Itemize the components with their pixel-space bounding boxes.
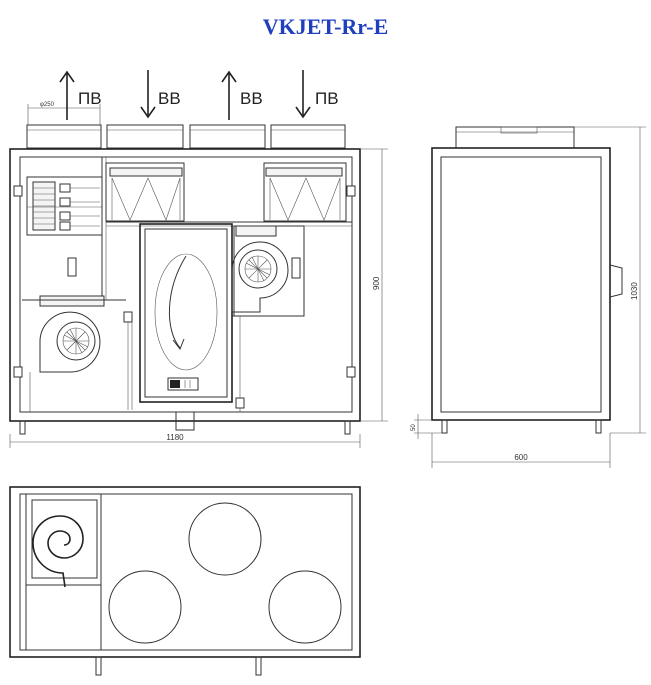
duct-opening xyxy=(108,570,182,644)
side-casing xyxy=(431,147,611,421)
right-fan xyxy=(231,225,305,317)
front-leg-right xyxy=(344,420,351,435)
top-casing xyxy=(9,486,361,658)
damper-right xyxy=(263,162,347,222)
sensor xyxy=(67,257,77,277)
latch xyxy=(13,366,23,378)
height-dim-label: 900 xyxy=(372,276,381,290)
flow-label-pv-right: ПВ xyxy=(315,89,339,108)
width-dim-label: 1180 xyxy=(166,433,184,442)
side-height-dim-label: 1030 xyxy=(630,282,639,300)
heater-block xyxy=(26,176,103,236)
side-view: 1030 50 600 xyxy=(411,126,646,468)
duct-opening xyxy=(188,502,262,576)
flow-label-vv-right: ВВ xyxy=(240,89,263,108)
duct-collars xyxy=(26,124,346,149)
depth-dim-label: 600 xyxy=(514,453,528,462)
front-view: φ250 ПВ ВВ ВВ ПВ xyxy=(9,70,388,448)
damper-left xyxy=(105,162,185,222)
latch xyxy=(346,366,356,378)
leg-height-label: 50 xyxy=(411,424,417,431)
duct-opening xyxy=(268,570,342,644)
front-leg-left xyxy=(19,420,26,435)
latch xyxy=(346,185,356,197)
front-casing xyxy=(9,148,361,422)
latch xyxy=(13,185,23,197)
top-view xyxy=(9,486,361,676)
drain-outlet xyxy=(175,411,195,431)
duct-diameter-label: φ250 xyxy=(40,102,55,108)
flow-arrows xyxy=(59,70,311,120)
rotary-heat-exchanger xyxy=(139,223,233,403)
flow-label-pv-left: ПВ xyxy=(78,89,102,108)
spiral-heater-icon xyxy=(32,515,84,588)
side-handle xyxy=(609,264,623,298)
side-duct-collar xyxy=(455,126,575,149)
flow-label-vv-left: ВВ xyxy=(158,89,181,108)
left-fan xyxy=(39,295,105,373)
drawing-title: VKJET-Rr-E xyxy=(262,14,389,39)
